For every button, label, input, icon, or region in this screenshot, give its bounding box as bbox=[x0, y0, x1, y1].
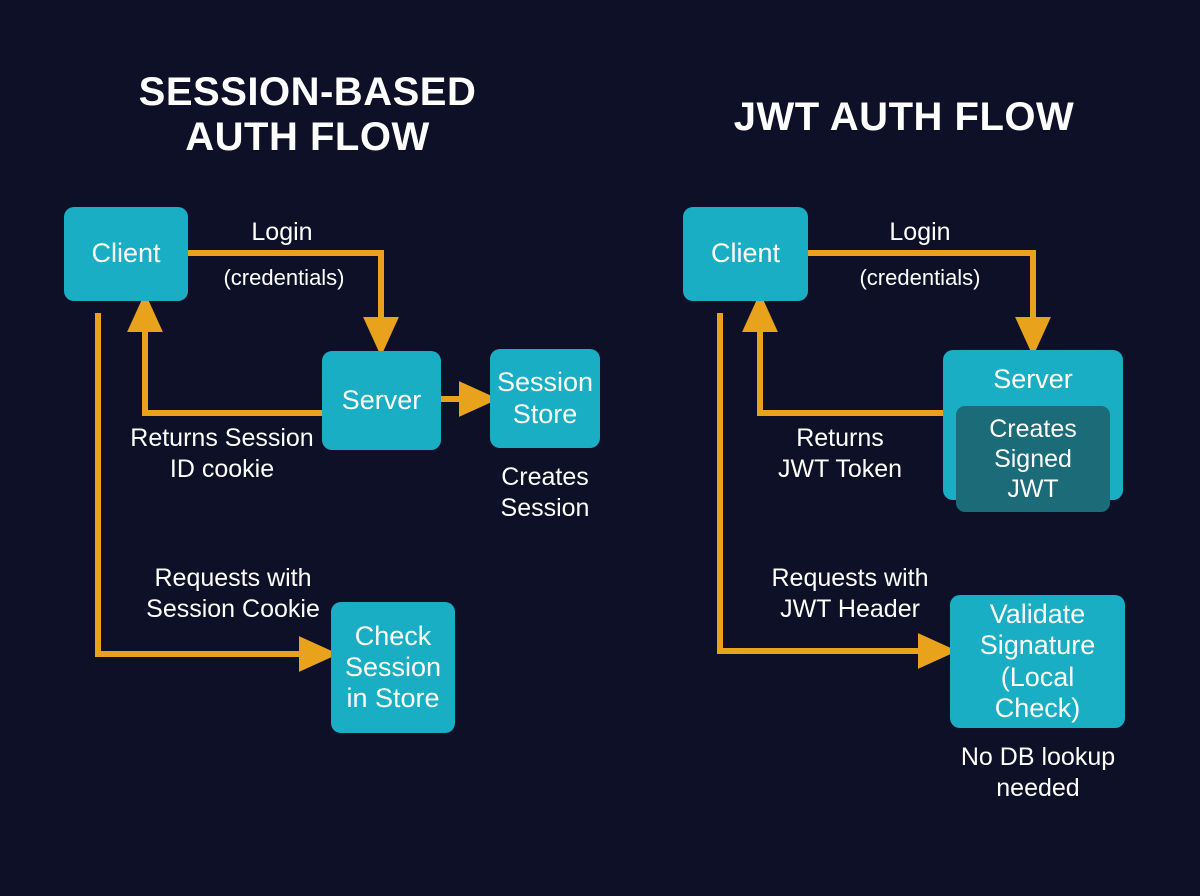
right-label-requests-line1: Requests with bbox=[771, 564, 929, 592]
right-node-validate-line2: Signature bbox=[979, 630, 1096, 661]
right-node-validate-line1: Validate bbox=[989, 598, 1086, 629]
right-label-credentials-text: (credentials) bbox=[859, 265, 981, 290]
left-note-creates-session: Creates Session bbox=[490, 462, 600, 523]
left-label-returns-session: Returns Session ID cookie bbox=[130, 423, 314, 484]
right-label-requests: Requests with JWT Header bbox=[760, 563, 940, 624]
left-label-returns-line2: ID cookie bbox=[169, 454, 275, 483]
arrow-left-returns-session bbox=[126, 292, 322, 416]
right-panel-title: JWT AUTH FLOW bbox=[680, 95, 1128, 140]
left-node-check-session-line3: in Store bbox=[346, 683, 440, 714]
left-label-login-text: Login bbox=[251, 218, 313, 246]
right-label-returns-line2: JWT Token bbox=[777, 454, 903, 483]
right-label-login: Login bbox=[860, 217, 980, 248]
left-label-returns-line1: Returns Session bbox=[130, 424, 314, 452]
right-node-client-label: Client bbox=[710, 238, 781, 269]
right-label-returns-line1: Returns bbox=[796, 424, 884, 452]
left-node-session-store[interactable]: Session Store bbox=[490, 349, 600, 448]
left-label-credentials: (credentials) bbox=[200, 265, 368, 292]
left-node-check-session-line1: Check bbox=[354, 620, 432, 651]
right-label-requests-line2: JWT Header bbox=[780, 594, 920, 623]
right-node-server-label: Server bbox=[993, 364, 1073, 394]
left-label-requests: Requests with Session Cookie bbox=[142, 563, 324, 624]
left-node-server[interactable]: Server bbox=[322, 351, 441, 450]
right-node-validate-line3: (Local Check) bbox=[994, 661, 1081, 723]
left-node-check-session[interactable]: Check Session in Store bbox=[331, 602, 455, 733]
left-label-login: Login bbox=[222, 217, 342, 248]
left-note-creates-line1: Creates bbox=[501, 463, 589, 491]
right-label-credentials: (credentials) bbox=[836, 265, 1004, 292]
left-node-server-label: Server bbox=[341, 384, 422, 415]
right-node-server-inner: Creates Signed JWT bbox=[956, 406, 1110, 513]
left-note-creates-line2: Session bbox=[500, 493, 590, 522]
right-label-returns-jwt: Returns JWT Token bbox=[774, 423, 906, 484]
left-title-line1: SESSION-BASED bbox=[138, 70, 477, 114]
left-node-check-session-line2: Session bbox=[344, 651, 442, 682]
left-panel-title: SESSION-BASED AUTH FLOW bbox=[60, 70, 555, 160]
left-label-credentials-text: (credentials) bbox=[223, 265, 345, 290]
right-node-client[interactable]: Client bbox=[683, 207, 808, 301]
right-title-line1: JWT AUTH FLOW bbox=[733, 95, 1075, 139]
left-label-requests-line1: Requests with bbox=[154, 564, 312, 592]
right-node-server[interactable]: Server Creates Signed JWT bbox=[943, 350, 1123, 513]
left-node-session-store-line2: Store bbox=[512, 398, 578, 429]
left-label-requests-line2: Session Cookie bbox=[146, 594, 320, 623]
right-node-server-inner-line1: Creates bbox=[989, 415, 1077, 444]
left-node-client-label: Client bbox=[91, 238, 161, 269]
right-label-login-text: Login bbox=[889, 218, 951, 246]
right-note-nodb-line1: No DB lookup bbox=[960, 743, 1116, 771]
right-note-no-db-lookup: No DB lookup needed bbox=[938, 742, 1138, 803]
left-node-client[interactable]: Client bbox=[64, 207, 188, 301]
right-node-validate-signature[interactable]: Validate Signature (Local Check) bbox=[950, 595, 1125, 728]
arrow-right-returns-jwt bbox=[741, 292, 943, 416]
right-node-server-inner-line2: Signed JWT bbox=[994, 445, 1072, 504]
right-note-nodb-line2: needed bbox=[996, 773, 1080, 802]
left-node-session-store-line1: Session bbox=[496, 367, 594, 398]
left-title-line2: AUTH FLOW bbox=[185, 114, 430, 159]
